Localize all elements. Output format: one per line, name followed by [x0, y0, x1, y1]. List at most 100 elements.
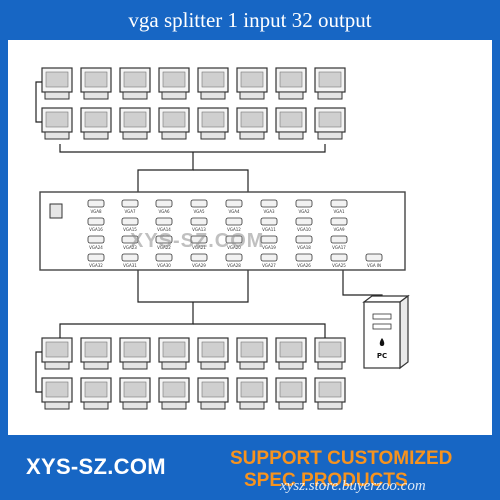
vga-port: VGA12	[225, 217, 243, 232]
vga-port: VGA8	[87, 199, 105, 214]
monitor-icon	[41, 337, 73, 370]
vga-port-label: VGA30	[157, 263, 171, 268]
vga-port-label: VGA3	[263, 209, 275, 214]
bottom-bus-right	[193, 323, 326, 338]
vga-port-label: VGA15	[123, 227, 137, 232]
vga-port-label: VGA26	[297, 263, 311, 268]
vga-port-label: VGA20	[227, 245, 241, 250]
vga-port: VGA14	[155, 217, 173, 232]
monitor-icon	[119, 107, 151, 140]
top-bracket-line	[35, 81, 42, 123]
vga-port-label: VGA27	[262, 263, 276, 268]
monitor-icon	[275, 107, 307, 140]
vga-port: VGA10	[295, 217, 313, 232]
vga-port: VGA11	[260, 217, 278, 232]
vga-port: VGA7	[121, 199, 139, 214]
vga-port-label: VGA21	[192, 245, 206, 250]
monitor-icon	[158, 67, 190, 100]
monitor-icon	[80, 337, 112, 370]
monitor-icon	[41, 377, 73, 410]
vga-port-label: VGA23	[123, 245, 137, 250]
monitor-icon	[275, 337, 307, 370]
monitor-grid	[41, 67, 346, 410]
top-bus-drop-2	[193, 169, 249, 192]
watermark-center: XYS-SZ.COM	[130, 230, 265, 252]
pc-label: PC	[377, 352, 387, 360]
monitor-icon	[197, 107, 229, 140]
monitor-icon	[119, 337, 151, 370]
monitor-icon	[119, 377, 151, 410]
monitor-icon	[158, 377, 190, 410]
vga-port: VGA25	[330, 253, 348, 268]
bottom-bus-up	[137, 270, 249, 303]
monitor-icon	[236, 377, 268, 410]
page-title: vga splitter 1 input 32 output	[128, 8, 372, 32]
vga-port: VGA30	[155, 253, 173, 268]
vga-port-label: VGA7	[124, 209, 136, 214]
vga-port-label: VGA29	[192, 263, 206, 268]
monitor-icon	[197, 337, 229, 370]
vga-port-label: VGA2	[298, 209, 310, 214]
vga-port: VGA5	[190, 199, 208, 214]
pc-tower: PC	[362, 294, 410, 370]
vga-port-label: VGA19	[262, 245, 276, 250]
vga-port-label: VGA24	[89, 245, 103, 250]
vga-input-port: VGA IN	[365, 253, 383, 268]
bottom-bus-line	[59, 302, 194, 338]
vga-port-label: VGA8	[90, 209, 102, 214]
vga-port-label: VGA17	[332, 245, 346, 250]
support-line-2: SPEC PRODUCTS	[244, 470, 408, 491]
monitor-icon	[80, 107, 112, 140]
vga-port: VGA4	[225, 199, 243, 214]
vga-port: VGA32	[87, 253, 105, 268]
watermark-store: xysz.store.buyerzoo.com	[280, 478, 426, 494]
vga-port-label: VGA11	[262, 227, 276, 232]
vga-port: VGA21	[190, 235, 208, 250]
vga-port: VGA17	[330, 235, 348, 250]
vga-port: VGA3	[260, 199, 278, 214]
vga-port: VGA1	[330, 199, 348, 214]
vga-port: VGA19	[260, 235, 278, 250]
monitor-icon	[197, 377, 229, 410]
vga-port: VGA26	[295, 253, 313, 268]
vga-port-label: VGA22	[157, 245, 171, 250]
vga-port-label: VGA14	[157, 227, 171, 232]
monitor-icon	[158, 107, 190, 140]
monitor-icon	[314, 107, 346, 140]
monitor-icon	[119, 67, 151, 100]
vga-port: VGA22	[155, 235, 173, 250]
vga-port: VGA28	[225, 253, 243, 268]
brand-logo-text: XYS-SZ.COM	[26, 454, 166, 479]
monitor-icon	[314, 337, 346, 370]
monitor-icon	[275, 67, 307, 100]
bottom-bracket-line	[35, 351, 42, 393]
vga-port: VGA29	[190, 253, 208, 268]
vga-input-label: VGA IN	[367, 263, 381, 268]
monitor-icon	[197, 67, 229, 100]
vga-port-label: VGA18	[297, 245, 311, 250]
vga-port-label: VGA32	[89, 263, 103, 268]
monitor-icon	[314, 377, 346, 410]
monitor-icon	[80, 67, 112, 100]
vga-port-label: VGA12	[227, 227, 241, 232]
monitor-icon	[275, 377, 307, 410]
wiring	[35, 81, 383, 393]
vga-port-label: VGA16	[89, 227, 103, 232]
support-line-1: SUPPORT CUSTOMIZED	[230, 448, 453, 469]
vga-port: VGA27	[260, 253, 278, 268]
pc-front	[363, 301, 401, 369]
vga-port: VGA20	[225, 235, 243, 250]
monitor-icon	[314, 67, 346, 100]
monitor-icon	[236, 337, 268, 370]
vga-port-label: VGA6	[158, 209, 170, 214]
vga-port: VGA24	[87, 235, 105, 250]
vga-port: VGA6	[155, 199, 173, 214]
top-bus-line	[59, 144, 326, 153]
vga-port: VGA9	[330, 217, 348, 232]
monitor-icon	[80, 377, 112, 410]
vga-port: VGA18	[295, 235, 313, 250]
vga-port: VGA15	[121, 217, 139, 232]
vga-port-label: VGA5	[193, 209, 205, 214]
power-switch	[49, 203, 63, 219]
